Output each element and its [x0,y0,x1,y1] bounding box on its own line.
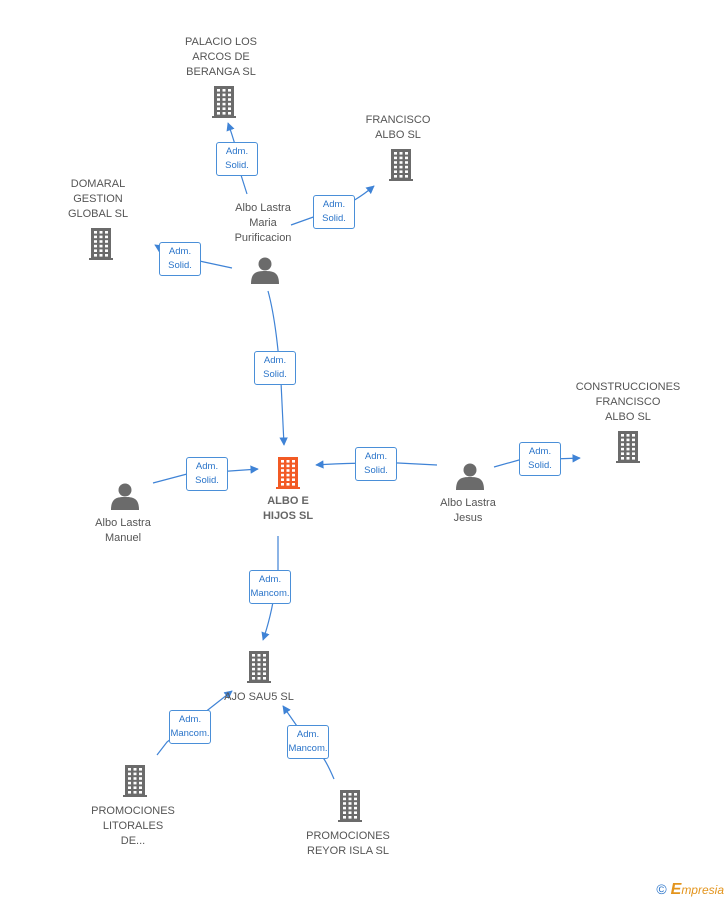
node-label-line: Albo Lastra [95,517,151,529]
brand-initial: E [670,881,682,898]
building-icon-litorales[interactable] [123,765,147,797]
node-label-albo[interactable]: ALBO E HIJOS SL [263,494,313,524]
role-badge-line: Adm. [263,355,287,366]
node-label-line: BERANGA SL [186,66,256,78]
node-label-line: FRANCISCO [595,396,661,408]
building-icon-domaral[interactable] [89,228,113,260]
role-badge-e8[interactable]: Adm. Mancom. [249,570,291,604]
role-badge-e10[interactable]: Adm. Mancom. [287,725,329,759]
node-label-line: GESTION [73,193,123,205]
node-label-line: ALBO SL [375,129,421,141]
node-label-line: Maria [249,217,277,229]
node-label-line: PROMOCIONES [306,830,390,842]
role-badge-line: Mancom. [288,743,328,754]
node-label-construcciones[interactable]: CONSTRUCCIONES FRANCISCO ALBO SL [576,380,681,425]
node-label-line: Albo Lastra [440,497,496,509]
node-label-line: Purificacion [234,232,292,244]
building-icon-albo[interactable] [276,457,300,489]
node-label-francisco[interactable]: FRANCISCO ALBO SL [366,113,431,143]
role-badge-line: Adm. [195,461,219,472]
role-badge-line: Solid. [364,465,388,476]
edge-litorales-to-ajo [156,690,233,756]
copyright-icon: © [656,881,667,897]
role-badge-line: Mancom. [170,728,210,739]
role-badge-line: Solid. [195,475,219,486]
node-label-line: REYOR ISLA SL [307,845,389,857]
building-icon-reyor[interactable] [338,790,362,822]
role-badge-e1[interactable]: Adm. Solid. [216,142,258,176]
role-badge-e6[interactable]: Adm. Solid. [355,447,397,481]
node-label-line: ARCOS DE [192,51,250,63]
role-badge-e5[interactable]: Adm. Solid. [186,457,228,491]
node-label-line: DE... [120,835,146,847]
node-label-line: LITORALES [102,820,164,832]
building-icon-ajo[interactable] [247,651,271,683]
node-label-line: PROMOCIONES [91,805,175,817]
node-label-line: Jesus [453,512,483,524]
brand-rest: mpresia [681,883,724,897]
role-badge-e4[interactable]: Adm. Solid. [254,351,296,385]
role-badge-line: Solid. [322,213,346,224]
node-label-line: CONSTRUCCIONES [575,381,681,393]
role-badge-line: Adm. [322,199,346,210]
role-badge-line: Adm. [178,714,202,725]
node-label-reyor[interactable]: PROMOCIONES REYOR ISLA SL [306,829,390,859]
node-label-domaral[interactable]: DOMARAL GESTION GLOBAL SL [68,177,128,222]
node-label-palacio[interactable]: PALACIO LOS ARCOS DE BERANGA SL [185,35,257,80]
role-badge-e2[interactable]: Adm. Solid. [313,195,355,229]
node-label-line: HIJOS SL [262,510,314,522]
node-label-line: ALBO E [267,495,309,507]
role-badge-line: Adm. [168,246,192,257]
node-label-line: GLOBAL SL [67,208,129,220]
node-label-line: DOMARAL [70,178,126,190]
node-label-ajo[interactable]: AJO SAU5 SL [224,690,294,705]
node-label-litorales[interactable]: PROMOCIONES LITORALES DE... [91,804,175,849]
node-label-line: FRANCISCO [365,114,431,126]
role-badge-line: Mancom. [250,588,290,599]
person-icon-maria[interactable] [251,257,279,285]
empresia-brand[interactable]: ©Empresia [656,881,724,899]
role-badge-line: Adm. [528,446,552,457]
building-icon-francisco[interactable] [389,149,413,181]
node-label-line: ALBO SL [605,411,651,423]
role-badge-line: Solid. [225,160,249,171]
person-icon-jesus[interactable] [456,463,484,491]
role-badge-line: Adm. [296,729,320,740]
role-badge-e3[interactable]: Adm. Solid. [159,242,201,276]
node-label-line: Albo Lastra [235,202,291,214]
building-icon-palacio[interactable] [212,86,236,118]
role-badge-e7[interactable]: Adm. Solid. [519,442,561,476]
role-badge-line: Adm. [364,451,388,462]
role-badge-line: Solid. [528,460,552,471]
node-label-line: Manuel [104,532,142,544]
person-icon-manuel[interactable] [111,483,139,511]
role-badge-line: Adm. [225,146,249,157]
role-badge-e9[interactable]: Adm. Mancom. [169,710,211,744]
role-badge-line: Solid. [168,260,192,271]
node-label-line: PALACIO LOS [185,36,257,48]
node-label-line: AJO SAU5 SL [224,691,294,703]
role-badge-line: Adm. [258,574,282,585]
role-badge-line: Solid. [263,369,287,380]
building-icon-construcciones[interactable] [616,431,640,463]
